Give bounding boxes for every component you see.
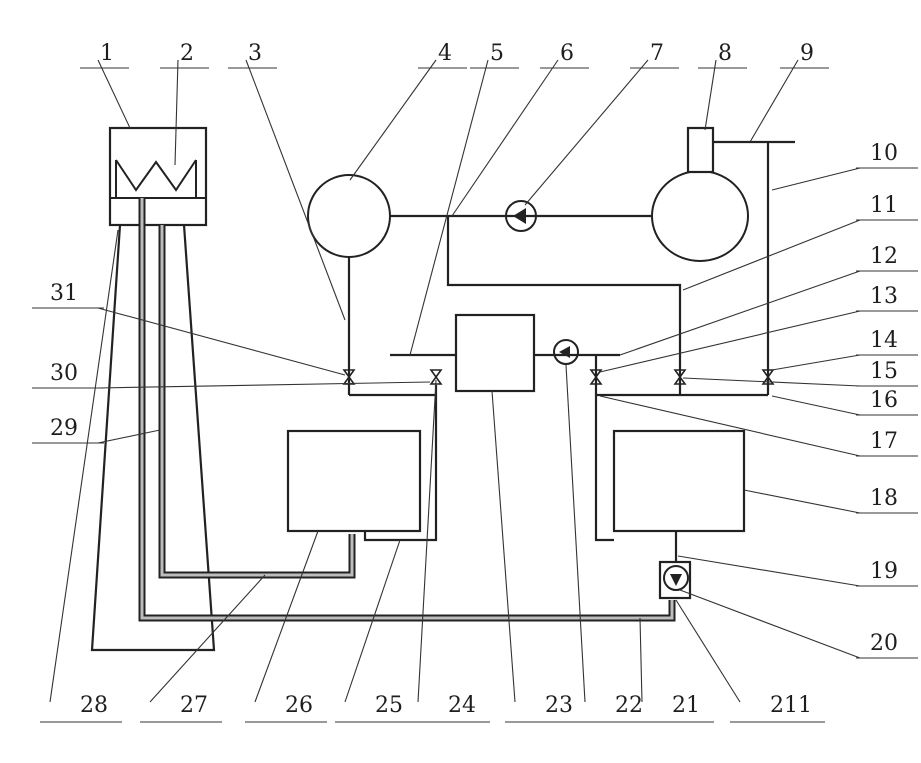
part-label-4: 4 bbox=[438, 41, 452, 66]
part-label-10: 10 bbox=[870, 141, 898, 166]
box-18 bbox=[614, 431, 744, 531]
part-label-3: 3 bbox=[248, 41, 262, 66]
leader-line-23 bbox=[492, 391, 515, 702]
leader-line-1 bbox=[98, 60, 130, 128]
leader-line-18 bbox=[744, 490, 860, 513]
part-label-6: 6 bbox=[560, 41, 574, 66]
leader-line-9 bbox=[750, 60, 798, 142]
part-label-16: 16 bbox=[870, 388, 898, 413]
pump-19-20 bbox=[660, 531, 690, 598]
part-label-17: 17 bbox=[870, 429, 898, 454]
leader-line-12 bbox=[620, 271, 860, 355]
part-label-11: 11 bbox=[870, 193, 898, 218]
leader-line-16 bbox=[772, 396, 860, 415]
part-label-5: 5 bbox=[490, 41, 504, 66]
part-label-19: 19 bbox=[870, 559, 898, 584]
leader-line-27 bbox=[150, 575, 265, 702]
part-label-31: 31 bbox=[50, 281, 78, 306]
part-label-21: 21 bbox=[672, 693, 700, 718]
leader-line-21 bbox=[640, 618, 642, 702]
part-label-26: 26 bbox=[285, 693, 313, 718]
leader-line-4 bbox=[350, 60, 436, 180]
leader-line-14 bbox=[772, 355, 860, 370]
part-label-18: 18 bbox=[870, 486, 898, 511]
part-label-20: 20 bbox=[870, 631, 898, 656]
heat-source-unit bbox=[110, 128, 206, 225]
part-label-25: 25 bbox=[375, 693, 403, 718]
leader-line-22 bbox=[566, 365, 585, 702]
part-label-14: 14 bbox=[870, 328, 898, 353]
part-label-28: 28 bbox=[80, 693, 108, 718]
leader-line-13 bbox=[600, 311, 860, 372]
part-label-24: 24 bbox=[448, 693, 476, 718]
part-label-2: 2 bbox=[180, 41, 194, 66]
leader-line-3 bbox=[246, 60, 345, 320]
leader-line-5 bbox=[410, 60, 488, 355]
leader-line-30 bbox=[98, 382, 430, 388]
part-label-8: 8 bbox=[718, 41, 732, 66]
leader-line-10 bbox=[772, 168, 860, 190]
part-label-29: 29 bbox=[50, 416, 78, 441]
box-23 bbox=[456, 315, 534, 391]
part-label-22: 22 bbox=[615, 693, 643, 718]
leader-line-20 bbox=[680, 590, 860, 658]
leader-line-211 bbox=[676, 600, 740, 702]
part-label-1: 1 bbox=[100, 41, 114, 66]
part-label-211: 211 bbox=[770, 693, 812, 718]
pipe-17-down bbox=[596, 355, 614, 540]
box-26 bbox=[288, 431, 420, 531]
leader-line-31 bbox=[98, 308, 345, 375]
pump-22 bbox=[554, 340, 578, 364]
leader-line-19 bbox=[678, 556, 860, 586]
part-label-13: 13 bbox=[870, 284, 898, 309]
part-label-15: 15 bbox=[870, 359, 898, 384]
part-label-30: 30 bbox=[50, 361, 78, 386]
part-label-27: 27 bbox=[180, 693, 208, 718]
part-label-9: 9 bbox=[800, 41, 814, 66]
leader-line-11 bbox=[683, 220, 860, 290]
tank-4 bbox=[308, 175, 390, 257]
part-label-12: 12 bbox=[870, 244, 898, 269]
heat-source-pipes bbox=[92, 198, 672, 650]
leader-line-8 bbox=[705, 60, 716, 130]
part-label-23: 23 bbox=[545, 693, 573, 718]
part-label-7: 7 bbox=[650, 41, 664, 66]
